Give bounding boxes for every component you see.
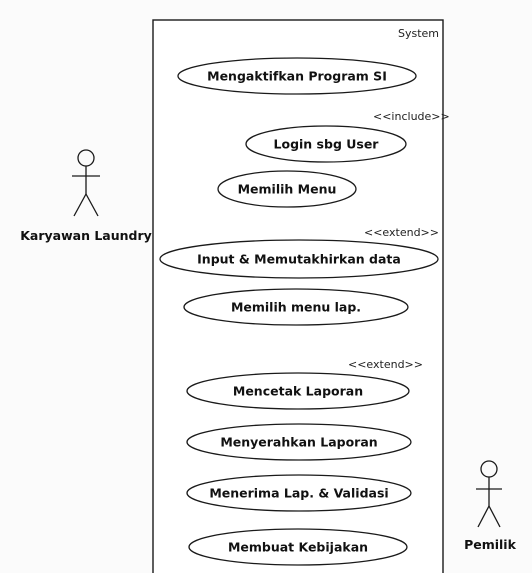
use-case-memilih-menu[interactable]: Memilih Menu: [217, 170, 357, 208]
use-case-label: Login sbg User: [274, 137, 380, 152]
actor-karyawan-laundry[interactable]: Karyawan Laundry: [20, 149, 152, 243]
use-case-label: Membuat Kebijakan: [228, 540, 368, 555]
actor-label-karyawan: Karyawan Laundry: [20, 228, 152, 243]
system-title: System: [398, 27, 439, 40]
stick-figure-icon: [476, 460, 502, 528]
actor-pemilik[interactable]: Pemilik: [464, 460, 517, 552]
use-case-login-sbg-user[interactable]: Login sbg User: [245, 125, 407, 163]
use-case-memilih-menu-lap[interactable]: Memilih menu lap.: [183, 288, 409, 326]
use-case-label: Memilih Menu: [238, 182, 337, 197]
use-case-menerima-lap-validasi[interactable]: Menerima Lap. & Validasi: [186, 474, 412, 512]
use-case-input-memutakhirkan-data[interactable]: Input & Memutakhirkan data: [159, 239, 439, 279]
use-case-menyerahkan-laporan[interactable]: Menyerahkan Laporan: [186, 423, 412, 461]
include-stereotype: <<include>>: [373, 110, 450, 123]
use-case-label: Input & Memutakhirkan data: [197, 252, 401, 267]
actor-label-pemilik: Pemilik: [464, 537, 517, 552]
extend-stereotype: <<extend>>: [348, 358, 423, 371]
extend-stereotype: <<extend>>: [364, 226, 439, 239]
use-case-label: Menyerahkan Laporan: [220, 435, 377, 450]
use-case-mencetak-laporan[interactable]: Mencetak Laporan: [186, 372, 410, 410]
use-case-mengaktifkan-program-si[interactable]: Mengaktifkan Program SI: [177, 57, 417, 95]
use-case-membuat-kebijakan[interactable]: Membuat Kebijakan: [188, 528, 408, 566]
use-case-label: Memilih menu lap.: [231, 300, 361, 315]
stick-figure-icon: [72, 149, 100, 217]
use-case-label: Mengaktifkan Program SI: [207, 69, 387, 84]
use-case-label: Mencetak Laporan: [233, 384, 363, 399]
use-case-label: Menerima Lap. & Validasi: [209, 486, 388, 501]
